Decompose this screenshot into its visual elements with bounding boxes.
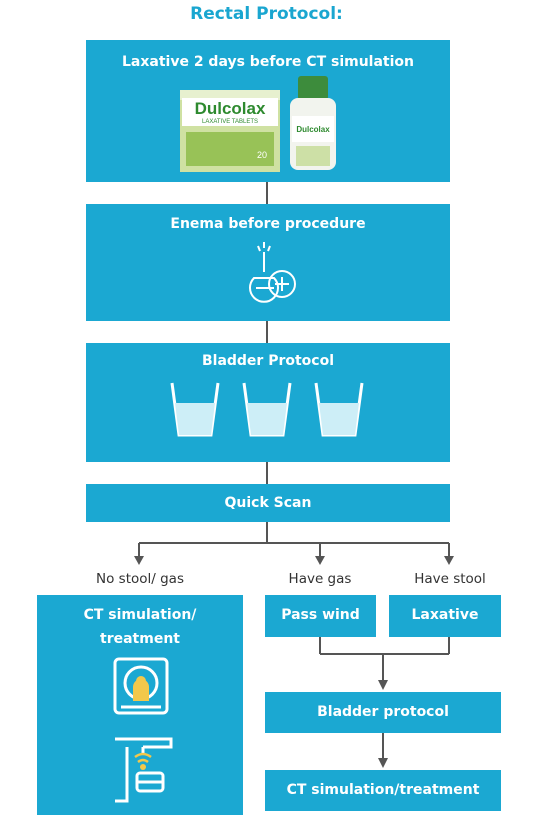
water-glass-icon bbox=[170, 382, 220, 437]
enema-step-box: Enema before procedure bbox=[86, 204, 450, 321]
quick-scan-box: Quick Scan bbox=[86, 484, 450, 522]
bladder-step-label: Bladder Protocol bbox=[201, 353, 335, 369]
ct-final-box: CT simulation/treatment bbox=[265, 770, 501, 811]
dulcolax-bottle-brand: Dulcolax bbox=[296, 125, 330, 134]
branch-label-have-gas: Have gas bbox=[288, 571, 352, 587]
dulcolax-box-icon: Dulcolax LAXATIVE TABLETS 20 bbox=[180, 90, 280, 172]
enema-bulb-icon bbox=[249, 242, 296, 303]
connector-1 bbox=[266, 182, 268, 204]
dulcolax-bottle-icon: Dulcolax bbox=[290, 76, 336, 170]
ct-treatment-label-line1: CT simulation/ bbox=[83, 607, 197, 623]
ct-final-label: CT simulation/treatment bbox=[286, 782, 480, 798]
dulcolax-box-brand: Dulcolax bbox=[195, 99, 266, 118]
dulcolax-box-count: 20 bbox=[257, 150, 267, 160]
linac-machine-icon bbox=[115, 737, 173, 803]
enema-step-label: Enema before procedure bbox=[170, 216, 366, 232]
page-title: Rectal Protocol: bbox=[190, 4, 343, 24]
ct-treatment-label-line2: treatment bbox=[100, 631, 180, 647]
quick-scan-label: Quick Scan bbox=[224, 495, 312, 511]
branch-label-no-stool-gas: No stool/ gas bbox=[96, 571, 184, 587]
laxative-step-label: Laxative 2 days before CT simulation bbox=[121, 54, 415, 70]
connector-2 bbox=[266, 321, 268, 343]
pass-wind-label: Pass wind bbox=[281, 607, 360, 623]
laxative-outcome-label: Laxative bbox=[411, 607, 479, 623]
bladder-protocol-label: Bladder protocol bbox=[317, 704, 449, 720]
water-glass-icon bbox=[314, 382, 364, 437]
bladder-protocol-box: Bladder protocol bbox=[265, 692, 501, 733]
branch-label-have-stool: Have stool bbox=[414, 571, 486, 587]
laxative-outcome-box: Laxative bbox=[389, 595, 501, 637]
pass-wind-box: Pass wind bbox=[265, 595, 376, 637]
connector-3 bbox=[266, 462, 268, 484]
ct-scanner-icon bbox=[113, 657, 169, 715]
laxative-step-box: Laxative 2 days before CT simulation Dul… bbox=[86, 40, 450, 182]
ct-treatment-box: CT simulation/ treatment bbox=[37, 595, 243, 815]
water-glass-icon bbox=[242, 382, 292, 437]
bladder-step-box: Bladder Protocol bbox=[86, 343, 450, 462]
dulcolax-box-text: LAXATIVE TABLETS bbox=[202, 119, 258, 125]
